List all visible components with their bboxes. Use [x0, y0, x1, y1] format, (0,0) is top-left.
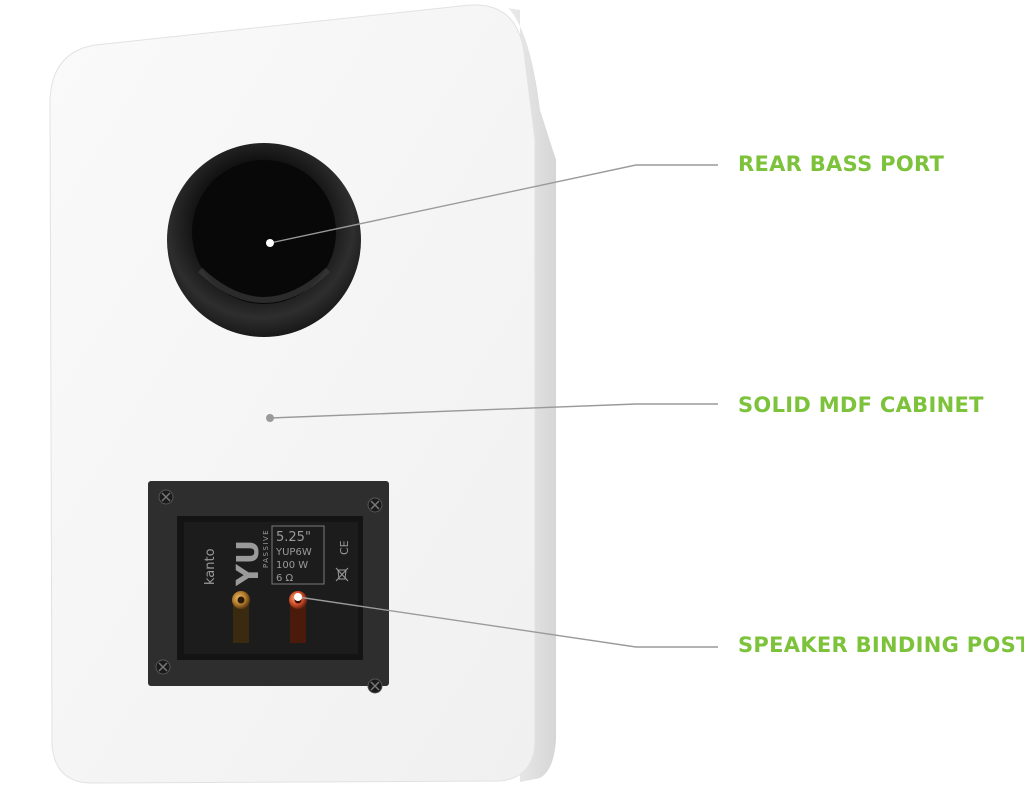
leader-dot — [266, 414, 274, 422]
power-text: 100 W — [276, 560, 308, 571]
leader-line-cabinet — [269, 403, 718, 419]
leader-line-bass-port — [269, 164, 718, 244]
screw-icon — [367, 678, 383, 694]
spec-label — [271, 525, 325, 585]
leader-line-binding-post — [297, 596, 718, 648]
ce-mark-text: CE — [338, 540, 351, 555]
bass-port — [167, 143, 361, 337]
screw-icon — [158, 489, 174, 505]
screw-icon — [367, 497, 383, 513]
terminal-plate: kanto YU PASSIVE 5.25" YUP6W 100 W 6 Ω C… — [148, 481, 389, 694]
impedance-text: 6 Ω — [276, 573, 294, 584]
leader-dot — [294, 593, 302, 601]
screw-icon — [155, 659, 171, 675]
weee-bin-icon — [335, 567, 349, 582]
leader-dot — [266, 239, 274, 247]
leader-lines — [269, 164, 718, 648]
binding-post-black — [232, 591, 250, 643]
driver-size-text: 5.25" — [276, 530, 311, 545]
passive-text: PASSIVE — [262, 529, 270, 568]
brand-text: kanto — [203, 548, 218, 585]
model-number-text: YUP6W — [275, 547, 312, 558]
callout-speaker-binding-post: SPEAKER BINDING POST — [738, 633, 1024, 657]
callout-solid-mdf-cabinet: SOLID MDF CABINET — [738, 393, 984, 417]
model-logo-text: YU — [231, 540, 266, 587]
callout-rear-bass-port: REAR BASS PORT — [738, 152, 945, 176]
